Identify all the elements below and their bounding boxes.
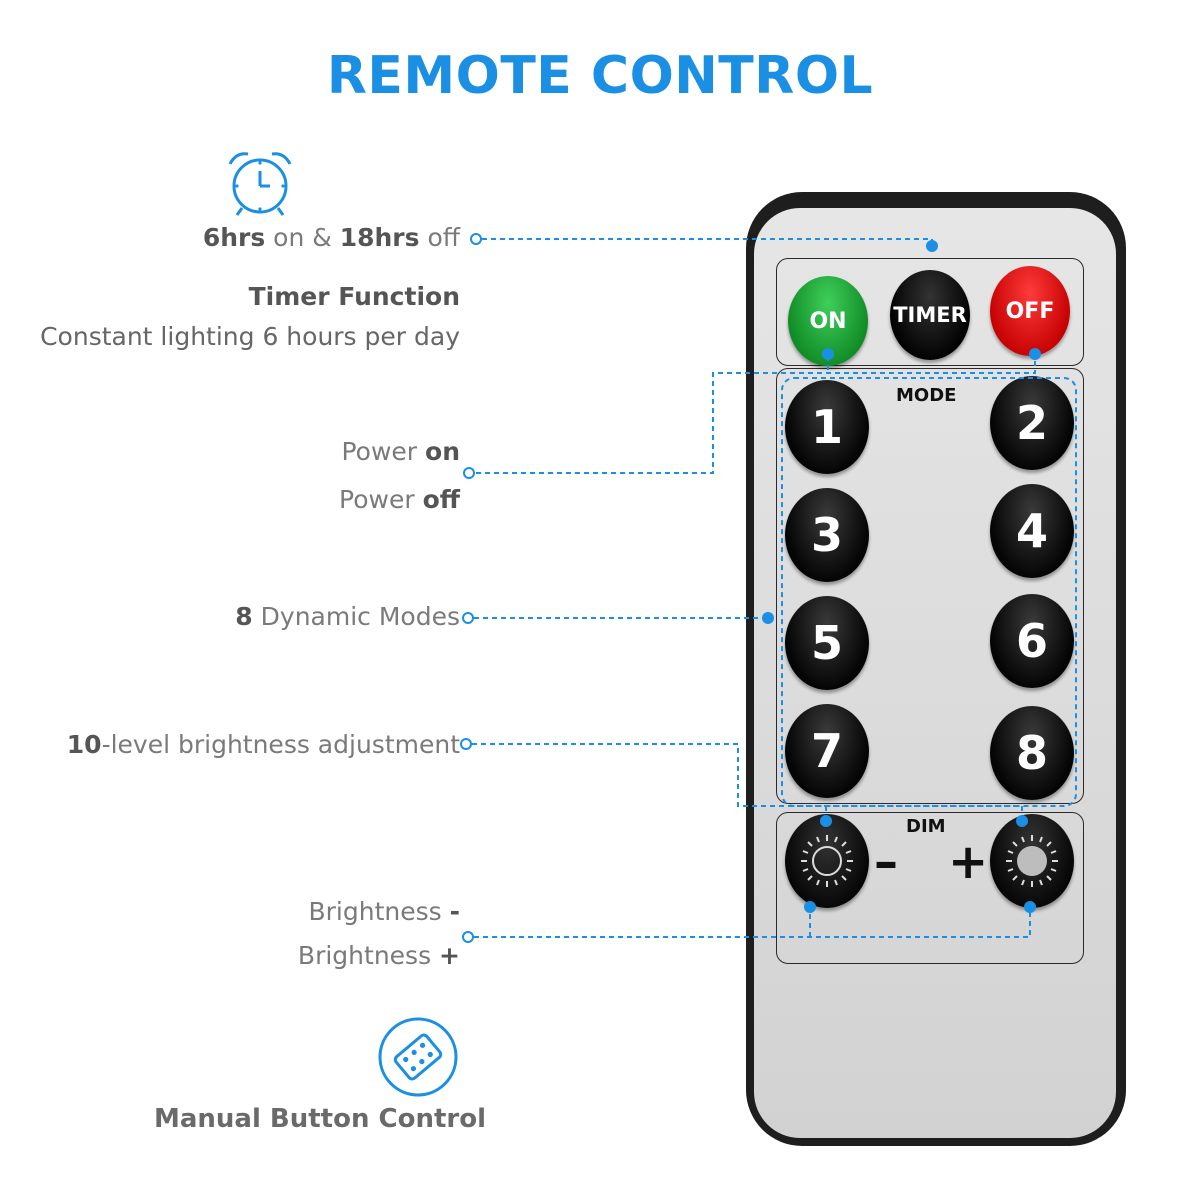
remote-keypad-icon: [378, 1017, 458, 1097]
off-button[interactable]: OFF: [990, 266, 1070, 356]
mode-button-6[interactable]: 6: [990, 594, 1074, 688]
mode-button-7[interactable]: 7: [785, 704, 869, 798]
mode-button-4[interactable]: 4: [990, 484, 1074, 578]
manual-control-caption: Manual Button Control: [153, 1104, 487, 1134]
mode-label: MODE: [896, 385, 957, 406]
dim-sun-filled-icon: [1006, 835, 1058, 887]
callout-anchor-power: [463, 467, 475, 479]
callout-anchor-dim: [462, 931, 474, 943]
mode-button-3[interactable]: 3: [785, 488, 869, 582]
callout-anchor-brightness: [460, 738, 472, 750]
dynamic-modes-label: 8 Dynamic Modes: [235, 602, 460, 631]
timer-callout-line: [482, 238, 933, 248]
dim-panel: [776, 812, 1084, 964]
page-title: REMOTE CONTROL: [326, 46, 874, 106]
modes-dashed-frame: [781, 377, 1077, 807]
power-callout-line: [476, 356, 1036, 474]
dim-callout-line: [474, 907, 1031, 938]
callout-anchor-modes: [462, 612, 474, 624]
power-off-label: Power off: [339, 485, 460, 514]
timer-button[interactable]: TIMER: [890, 270, 970, 360]
mode-button-2[interactable]: 2: [990, 376, 1074, 470]
dim-minus-sign: –: [874, 834, 898, 890]
dim-label: DIM: [906, 816, 946, 837]
dim-plus-sign: +: [948, 834, 989, 890]
dim-down-button[interactable]: [785, 814, 869, 908]
power-panel: [776, 258, 1084, 366]
callout-anchor-timer: [470, 233, 482, 245]
mode-button-1[interactable]: 1: [785, 380, 869, 474]
brightness-plus-label: Brightness +: [297, 941, 460, 970]
power-on-label: Power on: [341, 437, 460, 466]
mode-button-8[interactable]: 8: [990, 706, 1074, 800]
alarm-clock-icon: [228, 152, 292, 216]
mode-button-5[interactable]: 5: [785, 596, 869, 690]
dim-up-button[interactable]: [990, 814, 1074, 908]
timer-hours-label: 6hrs on & 18hrs off: [202, 223, 460, 252]
mode-panel: [776, 368, 1084, 804]
brightness-adjust-label: 10-level brightness adjustment: [66, 730, 460, 759]
brightness-callout-line: [472, 743, 1023, 821]
timer-function-heading: Timer Function: [248, 282, 460, 311]
timer-description: Constant lighting 6 hours per day: [40, 322, 460, 351]
brightness-minus-label: Brightness -: [308, 897, 460, 926]
dim-sun-outline-icon: [801, 835, 853, 887]
